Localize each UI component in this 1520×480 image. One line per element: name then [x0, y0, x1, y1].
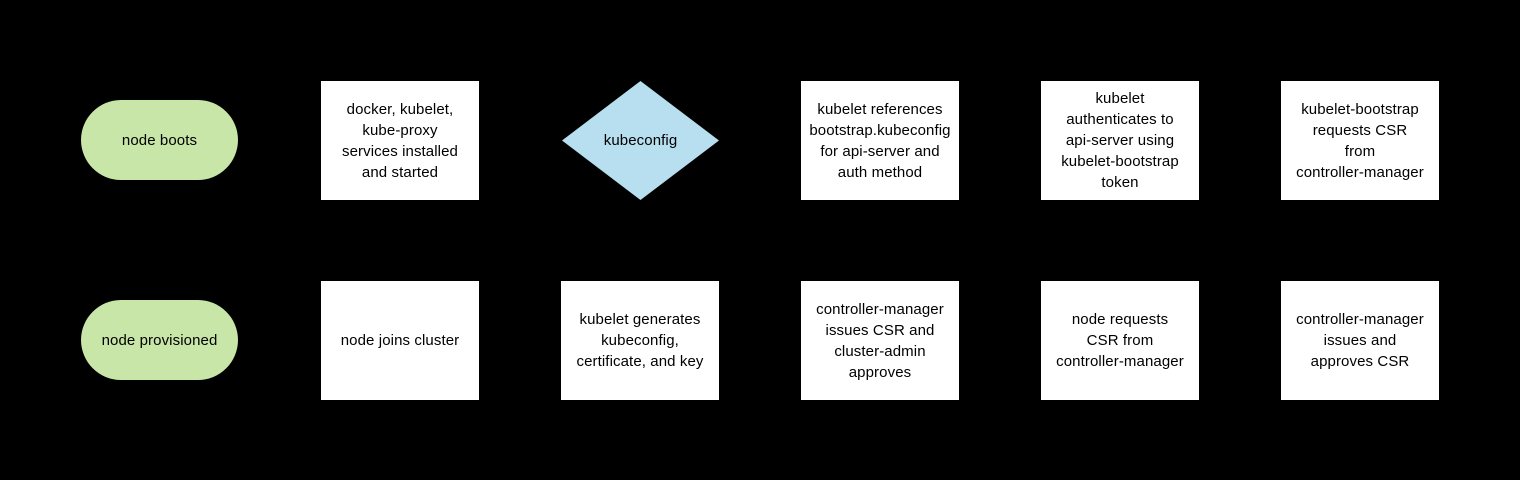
- flow-node-label: node provisioned: [101, 331, 218, 349]
- flow-node-label: kubelet references bootstrap.kubeconfig …: [809, 100, 951, 181]
- flow-node-cm-issues-approves[interactable]: controller-manager issues and approves C…: [1281, 281, 1439, 400]
- flow-node-label: kubelet generates kubeconfig, certificat…: [576, 311, 704, 370]
- flow-node-bootstrap-requests-csr[interactable]: kubelet-bootstrap requests CSR from cont…: [1281, 81, 1439, 200]
- flow-node-node-joins-cluster[interactable]: node joins cluster: [321, 281, 479, 400]
- flow-node-node-boots[interactable]: node boots: [81, 100, 238, 180]
- flow-node-kubelet-generates[interactable]: kubelet generates kubeconfig, certificat…: [561, 281, 719, 400]
- flow-node-label: node boots: [121, 131, 198, 149]
- flow-node-label: docker, kubelet, kube-proxy services ins…: [341, 100, 458, 181]
- flow-node-label: controller-manager issues and approves C…: [1296, 311, 1424, 370]
- flow-node-label: kubelet-bootstrap requests CSR from cont…: [1296, 100, 1424, 181]
- flow-node-label: controller-manager issues CSR and cluste…: [816, 300, 944, 381]
- flow-node-kubeconfig[interactable]: kubeconfig: [562, 81, 719, 200]
- flow-node-label: kubelet authenticates to api-server usin…: [1061, 90, 1179, 191]
- flow-node-node-provisioned[interactable]: node provisioned: [81, 300, 238, 380]
- flow-node-kubelet-references[interactable]: kubelet references bootstrap.kubeconfig …: [801, 81, 959, 200]
- flow-node-cm-issues-csr[interactable]: controller-manager issues CSR and cluste…: [801, 281, 959, 400]
- flow-node-node-requests-csr[interactable]: node requests CSR from controller-manage…: [1041, 281, 1199, 400]
- flow-node-kubelet-authenticates[interactable]: kubelet authenticates to api-server usin…: [1041, 81, 1199, 200]
- flow-node-services-installed[interactable]: docker, kubelet, kube-proxy services ins…: [321, 81, 479, 200]
- flow-node-label: node requests CSR from controller-manage…: [1056, 311, 1184, 370]
- flow-node-label: node joins cluster: [340, 332, 460, 349]
- flow-node-label: kubeconfig: [603, 132, 678, 149]
